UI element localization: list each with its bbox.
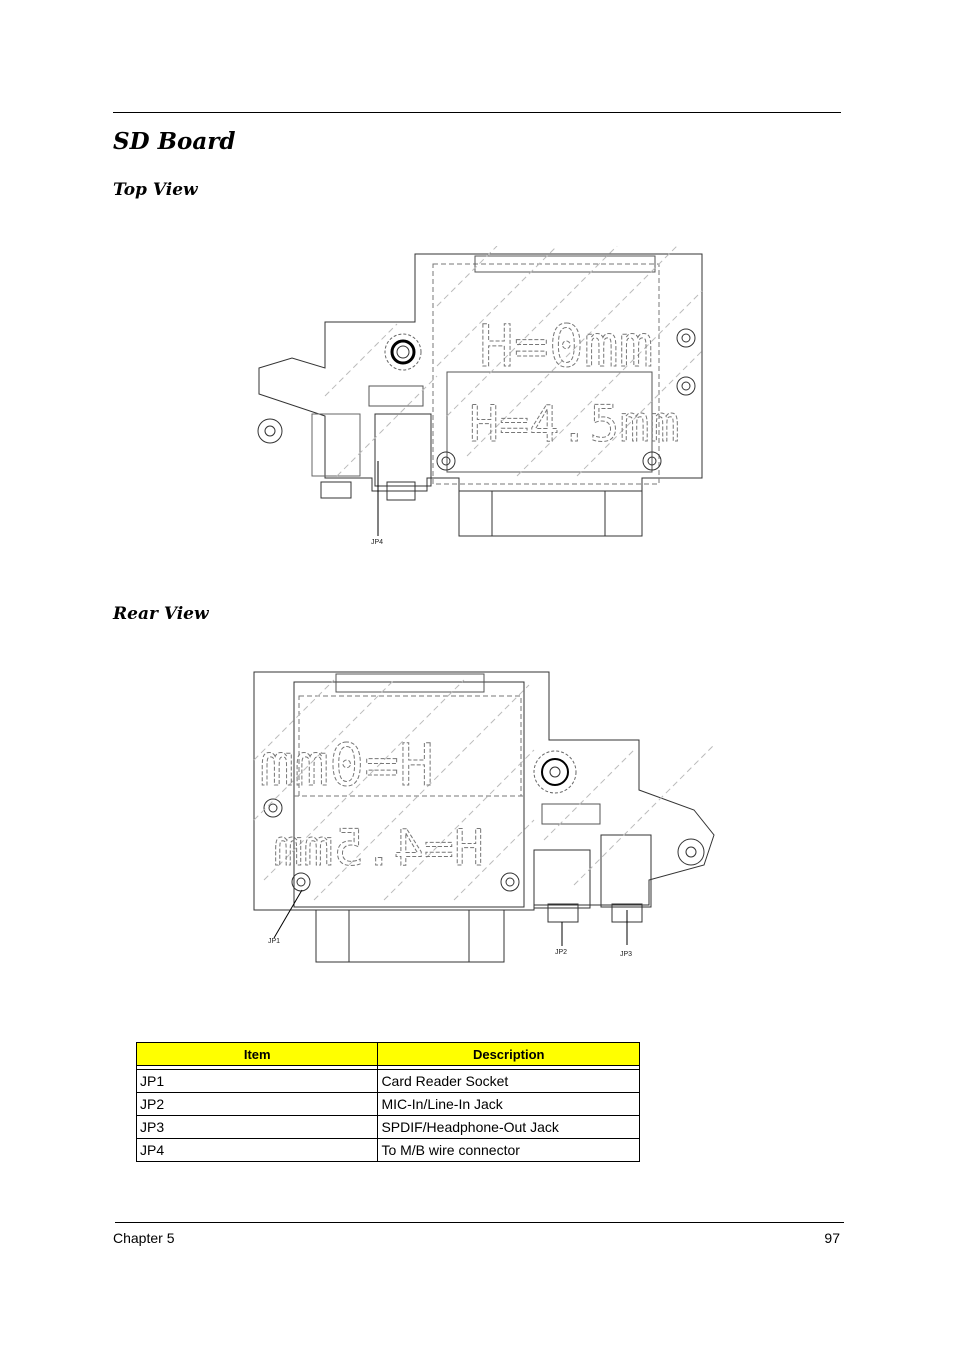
- item-cell: JP4: [135, 1138, 379, 1162]
- rear-view-heading: Rear View: [113, 604, 209, 624]
- table-row: JP2 MIC-In/Line-In Jack: [135, 1092, 640, 1116]
- header-description: Description: [377, 1042, 640, 1066]
- board-print-h0-rear: H=0mm: [259, 731, 434, 799]
- table-row: JP1 Card Reader Socket: [135, 1069, 640, 1093]
- board-print-h0: H=0mm: [479, 312, 654, 380]
- description-cell: To M/B wire connector: [377, 1138, 640, 1162]
- description-cell: Card Reader Socket: [377, 1069, 640, 1093]
- board-print-h45: H=4.5mm: [469, 395, 680, 453]
- items-table: Item Description JP1 Card Reader Socket …: [135, 1042, 640, 1162]
- rear-view-diagram: H=0mm H=4.5mm JP1 JP2 JP3: [244, 660, 724, 975]
- top-view-diagram: H=0mm H=4.5mm JP4: [237, 246, 717, 556]
- item-cell: JP3: [135, 1115, 379, 1139]
- board-print-h45-rear: H=4.5mm: [273, 819, 484, 877]
- label-jp3: JP3: [620, 951, 632, 958]
- table-header-row: Item Description: [135, 1042, 640, 1066]
- footer-rule: [115, 1222, 844, 1223]
- label-jp4: JP4: [371, 539, 383, 546]
- label-jp2: JP2: [555, 949, 567, 956]
- header-rule: [113, 112, 841, 113]
- description-cell: MIC-In/Line-In Jack: [377, 1092, 640, 1116]
- header-item: Item: [135, 1042, 379, 1066]
- footer-chapter: Chapter 5: [113, 1230, 175, 1246]
- footer-page-number: 97: [824, 1230, 840, 1246]
- section-title: SD Board: [113, 128, 236, 155]
- description-cell: SPDIF/Headphone-Out Jack: [377, 1115, 640, 1139]
- top-view-heading: Top View: [113, 180, 198, 200]
- table-row: JP4 To M/B wire connector: [135, 1138, 640, 1162]
- item-cell: JP2: [135, 1092, 379, 1116]
- item-cell: JP1: [135, 1069, 379, 1093]
- label-jp1: JP1: [268, 938, 280, 945]
- table-row: JP3 SPDIF/Headphone-Out Jack: [135, 1115, 640, 1139]
